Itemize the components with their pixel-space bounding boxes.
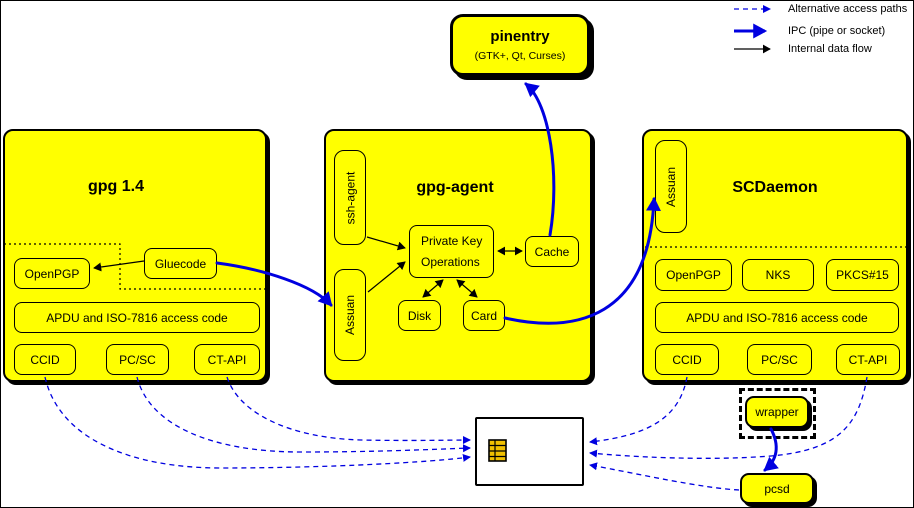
gpgagent-assuan-box: Assuan: [334, 269, 366, 361]
alt-gpg14-pcsc-to-smartcard: [136, 376, 471, 453]
scdaemon-box: [642, 129, 908, 382]
gpgagent-title: gpg-agent: [416, 179, 494, 196]
scdaemon-apdu-box: APDU and ISO-7816 access code: [655, 302, 899, 333]
smartcard: [475, 417, 584, 486]
scdaemon-pcsc-box: PC/SC: [747, 344, 812, 375]
pinentry-subtitle: (GTK+, Qt, Curses): [474, 50, 566, 62]
gpgagent-disk-box: Disk: [398, 300, 441, 331]
pinentry-box: pinentry (GTK+, Qt, Curses): [450, 14, 590, 76]
gpgagent-assuan-label: Assuan: [343, 294, 357, 336]
scdaemon-pkcs15-box: PKCS#15: [826, 259, 899, 291]
gpg14-ctapi-box: CT-API: [194, 344, 260, 375]
pko-line2: Operations: [421, 254, 480, 269]
scdaemon-ccid-box: CCID: [655, 344, 719, 375]
scdaemon-assuan-label: Assuan: [664, 166, 678, 207]
wrapper-box: wrapper: [745, 396, 809, 428]
scdaemon-assuan-box: Assuan: [655, 140, 687, 233]
pinentry-title: pinentry: [490, 28, 550, 45]
scdaemon-nks-box: NKS: [742, 259, 814, 291]
gpg14-title: gpg 1.4: [87, 178, 144, 195]
alt-scdaemon-ctapi-to-smartcard: [589, 376, 868, 459]
alt-gpg14-ccid-to-smartcard: [44, 376, 471, 469]
gpg14-apdu-box: APDU and ISO-7816 access code: [14, 302, 260, 333]
gpgagent-card-box: Card: [463, 300, 505, 331]
scdaemon-ctapi-box: CT-API: [836, 344, 900, 375]
gpgagent-sshagent-box: ssh-agent: [334, 150, 366, 245]
scdaemon-title: SCDaemon: [732, 179, 818, 196]
legend-alternative-label: Alternative access paths: [788, 3, 908, 15]
alt-gpg14-ctapi-to-smartcard: [226, 376, 471, 445]
smartcard-chip-icon: [488, 439, 507, 462]
legend-ipc-label: IPC (pipe or socket): [788, 25, 886, 37]
gpgagent-sshagent-label: ssh-agent: [343, 171, 358, 224]
gpgagent-cache-box: Cache: [525, 236, 579, 267]
gpg14-pcsc-box: PC/SC: [106, 344, 169, 375]
alt-pcsd-to-smartcard: [589, 462, 740, 491]
pko-line1: Private Key: [421, 233, 483, 248]
gpg14-openpgp-box: OpenPGP: [14, 258, 90, 289]
alt-scdaemon-ccid-to-smartcard: [589, 376, 688, 446]
gpg14-gluecode-box: Gluecode: [144, 248, 217, 279]
scdaemon-openpgp-box: OpenPGP: [655, 259, 732, 291]
gpgagent-private-key-operations-box: Private Key Operations: [409, 225, 494, 278]
legend-internal-label: Internal data flow: [788, 43, 872, 55]
pcsd-box: pcsd: [740, 473, 814, 504]
gpg14-ccid-box: CCID: [14, 344, 76, 375]
